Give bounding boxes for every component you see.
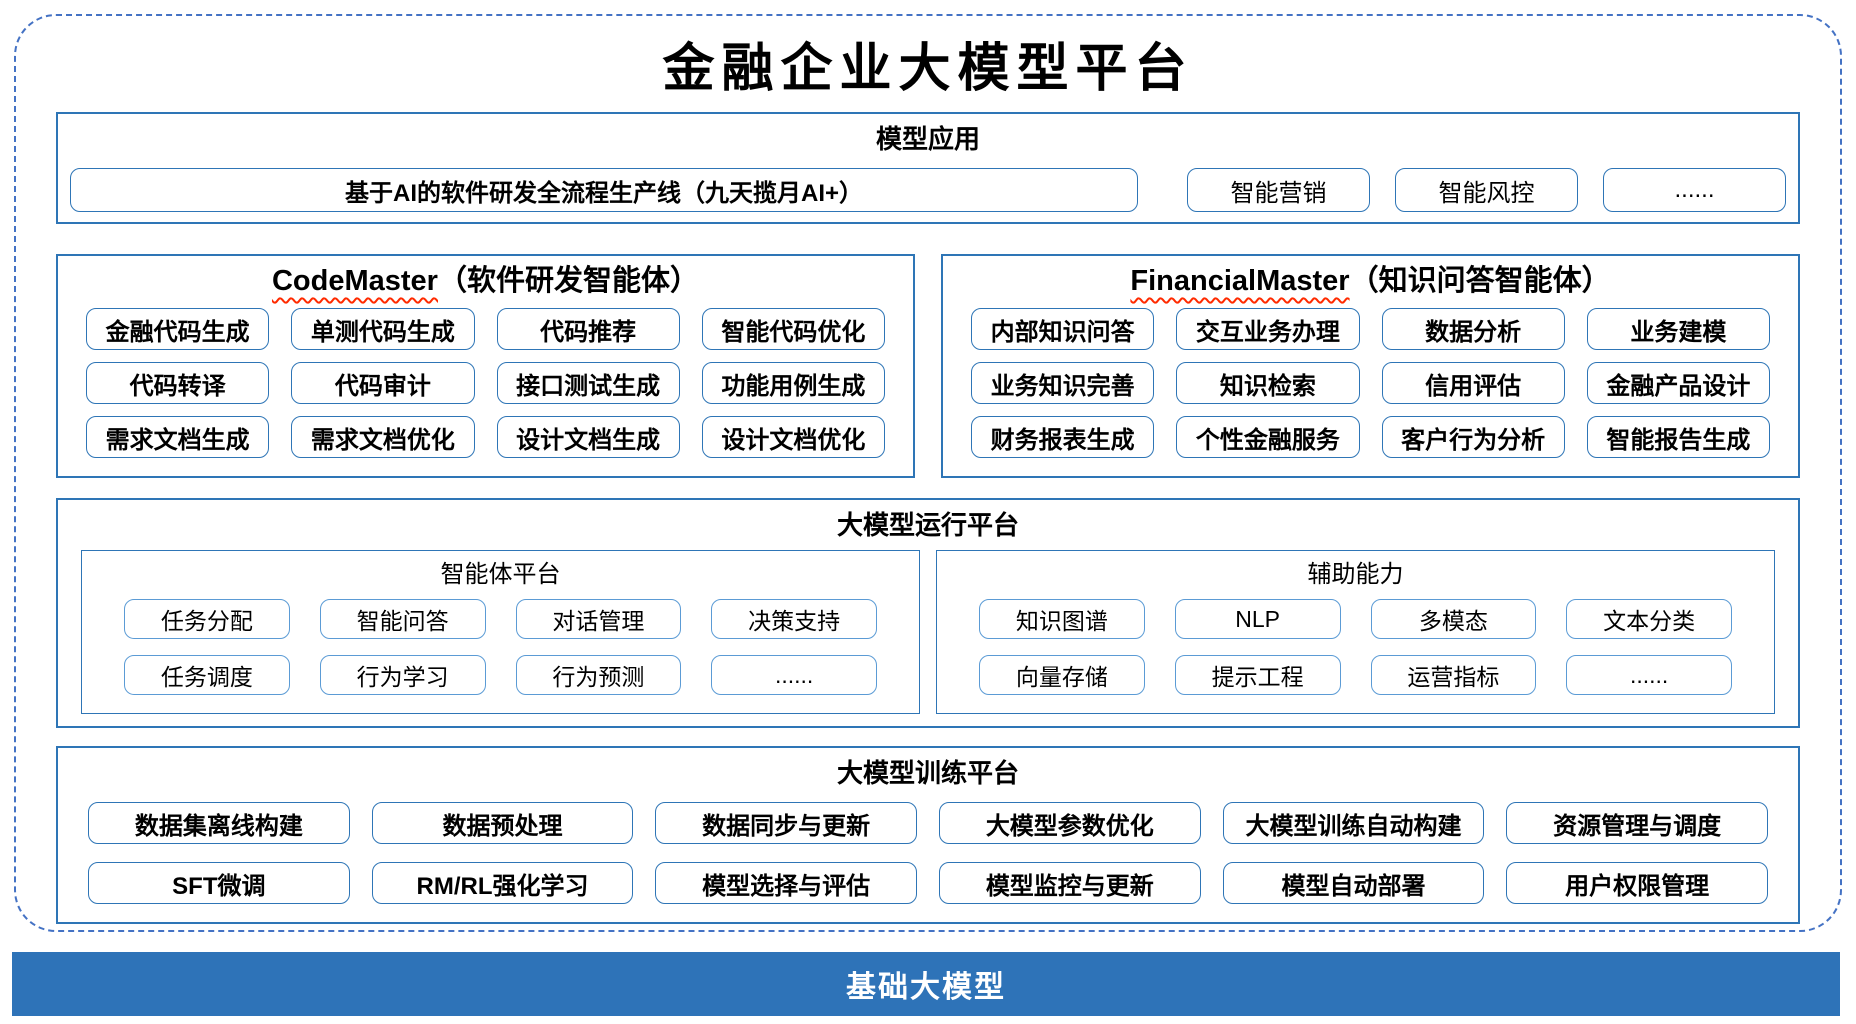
subsection-agent-platform: 智能体平台 任务分配智能问答对话管理决策支持任务调度行为学习行为预测...... [81,550,920,714]
capability-chip: 知识检索 [1176,362,1360,404]
capability-chip: 代码审计 [291,362,475,404]
capability-chip: 金融代码生成 [86,308,270,350]
subsection-aux-capabilities: 辅助能力 知识图谱 NLP 多模态文本分类向量存储提示工程运营指标...... [936,550,1775,714]
runtime-chip: 任务分配 [124,599,290,639]
training-chip: 模型监控与更新 [938,862,1201,904]
runtime-chip: 多模态 [1370,599,1537,639]
app-chip: 智能风控 [1395,168,1578,212]
section-model-apps-title: 模型应用 [875,124,980,154]
capability-chip: 交互业务办理 [1176,308,1360,350]
runtime-chip: 向量存储 [979,655,1145,695]
runtime-chip: 提示工程 [1174,655,1341,695]
financialmaster-title-zh: （知识问答智能体） [1349,265,1611,297]
capability-chip: 智能代码优化 [701,308,885,350]
section-training-platform: 大模型训练平台 数据集离线构建数据预处理数据同步与更新大模型参数优化大模型训练自… [56,746,1800,924]
financialmaster-title: FinancialMaster（知识问答智能体） [943,262,1798,300]
financialmaster-chip-grid: 内部知识问答交互业务办理数据分析业务建模业务知识完善知识检索信用评估金融产品设计… [943,308,1798,458]
capability-chip: 智能报告生成 [1586,416,1770,458]
training-chip: 大模型参数优化 [938,802,1201,844]
training-chip: 资源管理与调度 [1506,802,1768,844]
runtime-chip: 对话管理 [515,599,682,639]
training-chip: 模型自动部署 [1222,862,1485,904]
capability-chip: 功能用例生成 [701,362,885,404]
capability-chip: 需求文档优化 [291,416,475,458]
base-model-label: 基础大模型 [846,971,1006,1004]
outer-dashed-frame: 金融企业大模型平台 模型应用 基于AI的软件研发全流程生产线（九天揽月AI+） … [14,14,1842,932]
training-chip: RM/RL强化学习 [371,862,634,904]
agent-platform-title: 智能体平台 [440,561,561,588]
main-app-chip: 基于AI的软件研发全流程生产线（九天揽月AI+） [70,168,1138,212]
runtime-chip: 知识图谱 [979,599,1145,639]
section-runtime-platform: 大模型运行平台 智能体平台 任务分配智能问答对话管理决策支持任务调度行为学习行为… [56,498,1800,728]
capability-chip: 财务报表生成 [971,416,1155,458]
codemaster-chip-grid: 金融代码生成单测代码生成代码推荐智能代码优化代码转译代码审计接口测试生成功能用例… [58,308,913,458]
capability-chip: 设计文档生成 [496,416,680,458]
capability-chip: 内部知识问答 [971,308,1155,350]
runtime-chip: NLP [1174,599,1341,639]
platform-title: 金融企业大模型平台 [662,41,1194,98]
capability-chip: 业务知识完善 [971,362,1155,404]
model-apps-row: 基于AI的软件研发全流程生产线（九天揽月AI+） 智能营销智能风控...... [58,168,1798,212]
training-chip: 数据集离线构建 [88,802,350,844]
codemaster-title-en: CodeMaster [271,265,438,297]
codemaster-title-zh: （软件研发智能体） [437,265,699,297]
agent-platform-chip-grid: 任务分配智能问答对话管理决策支持任务调度行为学习行为预测...... [82,599,919,695]
runtime-chip: 决策支持 [711,599,877,639]
training-title: 大模型训练平台 [836,758,1019,788]
capability-chip: 单测代码生成 [291,308,475,350]
capability-chip: 接口测试生成 [496,362,680,404]
capability-chip: 代码推荐 [496,308,680,350]
runtime-chip: 行为预测 [515,655,682,695]
capability-chip: 业务建模 [1586,308,1770,350]
runtime-chip: 任务调度 [124,655,290,695]
capability-chip: 需求文档生成 [86,416,270,458]
app-chip: 智能营销 [1187,168,1370,212]
runtime-chip: ...... [1566,655,1732,695]
aux-chip-grid: 知识图谱 NLP 多模态文本分类向量存储提示工程运营指标...... [937,599,1774,695]
training-chip: 用户权限管理 [1506,862,1768,904]
section-financialmaster: FinancialMaster（知识问答智能体） 内部知识问答交互业务办理数据分… [941,254,1800,478]
training-chip-grid: 数据集离线构建数据预处理数据同步与更新大模型参数优化大模型训练自动构建资源管理与… [58,802,1798,904]
runtime-chip: 文本分类 [1566,599,1732,639]
capability-chip: 代码转译 [86,362,270,404]
capability-chip: 金融产品设计 [1586,362,1770,404]
runtime-title: 大模型运行平台 [836,510,1019,540]
training-chip: 大模型训练自动构建 [1222,802,1485,844]
training-chip: 数据预处理 [371,802,634,844]
runtime-chip: ...... [711,655,877,695]
capability-chip: 个性金融服务 [1176,416,1360,458]
capability-chip: 客户行为分析 [1381,416,1565,458]
section-codemaster: CodeMaster（软件研发智能体） 金融代码生成单测代码生成代码推荐智能代码… [56,254,915,478]
capability-chip: 数据分析 [1381,308,1565,350]
codemaster-title: CodeMaster（软件研发智能体） [58,262,913,300]
runtime-chip: 运营指标 [1370,655,1537,695]
section-model-apps: 模型应用 基于AI的软件研发全流程生产线（九天揽月AI+） 智能营销智能风控..… [56,112,1800,224]
base-model-bar: 基础大模型 [12,952,1840,1016]
runtime-chip: 智能问答 [319,599,486,639]
runtime-chip: 行为学习 [319,655,486,695]
training-chip: 数据同步与更新 [655,802,917,844]
app-chip: ...... [1603,168,1786,212]
runtime-columns: 智能体平台 任务分配智能问答对话管理决策支持任务调度行为学习行为预测......… [58,550,1798,714]
training-chip: SFT微调 [88,862,350,904]
capability-chip: 设计文档优化 [701,416,885,458]
aux-capabilities-title: 辅助能力 [1307,561,1404,588]
agents-row: CodeMaster（软件研发智能体） 金融代码生成单测代码生成代码推荐智能代码… [56,254,1800,478]
training-chip: 模型选择与评估 [655,862,917,904]
financialmaster-title-en: FinancialMaster [1130,265,1350,297]
capability-chip: 信用评估 [1381,362,1565,404]
